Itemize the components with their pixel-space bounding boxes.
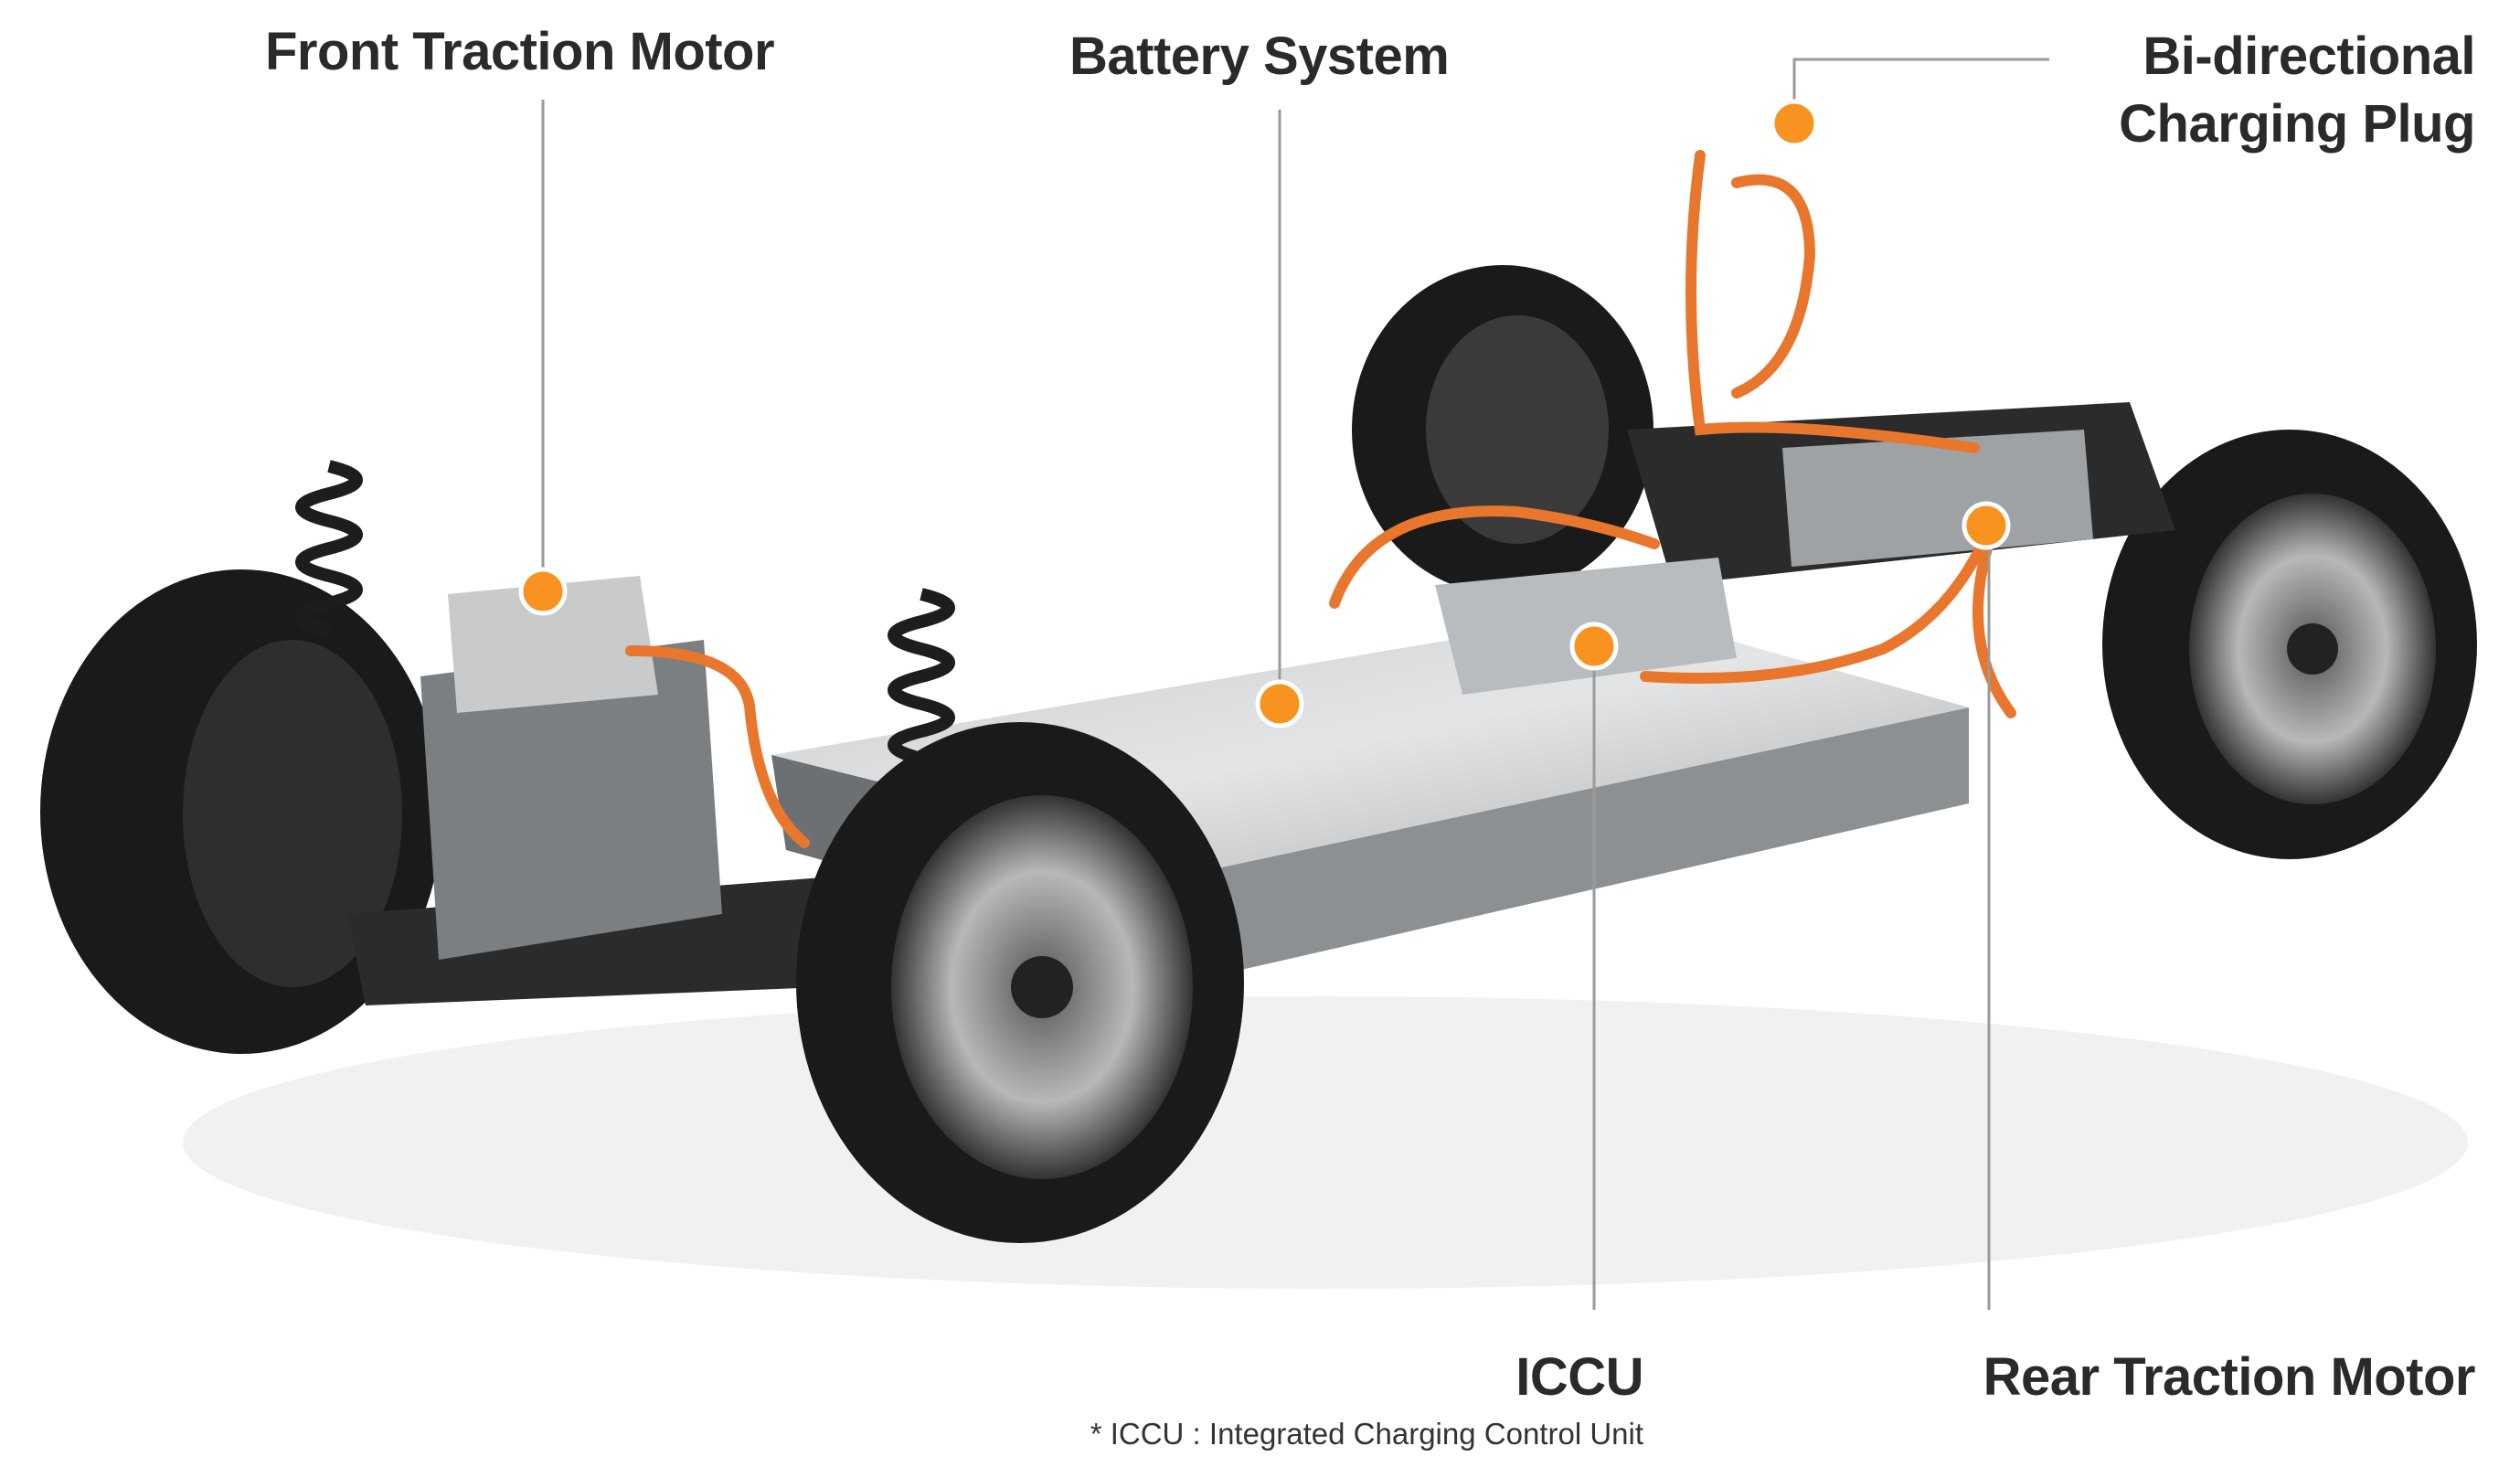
- charging-plug-label-line1: Bi-directional: [2143, 27, 2475, 86]
- markers: [518, 99, 2011, 728]
- charging-plug-label-line2: Charging Plug: [2119, 94, 2475, 154]
- iccu-label: ICCU: [1515, 1347, 1643, 1407]
- battery-label: Battery System: [1069, 27, 1450, 86]
- battery-marker: [1255, 679, 1304, 728]
- rear-motor-label: Rear Traction Motor: [1983, 1347, 2476, 1407]
- leader-lines: [541, 58, 2049, 1310]
- suspension-struts: [295, 460, 955, 765]
- ground-shadow: [183, 996, 2468, 1289]
- iccu-marker: [1569, 622, 1619, 671]
- front-motor: [347, 576, 823, 1005]
- charging-plug-leader-line: [1792, 58, 2049, 102]
- rear-motor-marker: [1962, 501, 2011, 550]
- hv-cables: [625, 150, 2016, 848]
- front-motor-label: Front Traction Motor: [265, 22, 775, 81]
- front-left-wheel: [40, 569, 442, 1054]
- iccu-footnote: * ICCU : Integrated Charging Control Uni…: [1090, 1417, 1643, 1451]
- front-motor-marker: [518, 567, 568, 616]
- charging-plug-label: Bi-directional Charging Plug: [2119, 23, 2475, 158]
- front-right-wheel: [796, 722, 1244, 1243]
- rear-left-wheel: [1352, 265, 1653, 594]
- rear-motor-housing: [1782, 430, 2093, 567]
- rear-subframe: [1627, 402, 2175, 585]
- rear-right-wheel: [2102, 430, 2477, 859]
- charging-plug-marker: [1770, 99, 1819, 148]
